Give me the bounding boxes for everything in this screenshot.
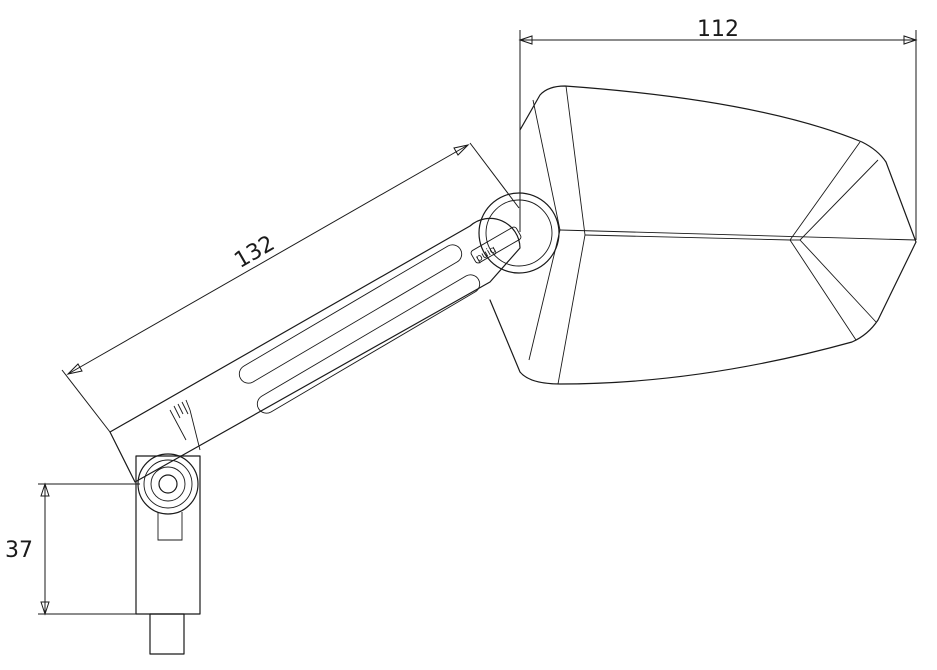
dimension-mirror-width: 112 [518,17,918,240]
puig-logo: puig [470,226,522,265]
mirror-head [489,85,917,385]
lower-mount [135,453,201,655]
mirror-arm: puig [109,217,522,483]
mount-height-label: 37 [5,538,33,563]
dimension-arm-length: 132 [61,142,520,433]
upper-pivot [478,192,560,274]
angle-scale [169,399,191,441]
dimension-mount-height: 37 [5,482,140,616]
mirror-width-label: 112 [697,17,739,42]
